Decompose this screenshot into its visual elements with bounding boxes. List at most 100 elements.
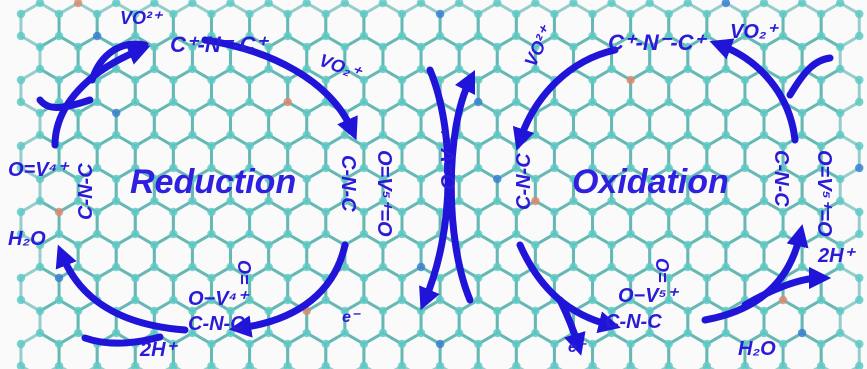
lattice-atom <box>188 0 197 8</box>
lattice-atom <box>302 328 311 338</box>
right-incoming-species: VO²⁺ <box>520 21 557 69</box>
lattice-atom <box>264 64 273 74</box>
lattice-atom <box>855 97 864 107</box>
lattice-ring <box>819 331 861 369</box>
lattice-atom <box>797 108 807 118</box>
reduction-title: Reduction <box>130 163 296 201</box>
lattice-atom <box>569 240 578 250</box>
lattice-atom <box>493 0 502 8</box>
lattice-atom <box>131 273 140 283</box>
lattice-atom <box>188 174 197 184</box>
lattice-atom <box>664 163 673 173</box>
arrow-bottom-right-left-cycle <box>228 241 349 338</box>
lattice-atom <box>702 295 712 305</box>
lattice-atom <box>340 306 350 316</box>
lattice-atom <box>721 174 731 184</box>
lattice-atom <box>816 31 826 41</box>
right-cycle-right-group-a: C-N-C <box>770 150 792 207</box>
arrow-top-left-right-cycle <box>512 46 619 151</box>
lattice-atom <box>16 229 26 239</box>
lattice-atom <box>435 361 445 369</box>
lattice-atom <box>759 130 769 140</box>
lattice-atom <box>550 163 559 173</box>
lattice-ring <box>591 331 633 369</box>
lattice-atom <box>188 306 197 316</box>
lattice-atom <box>778 207 788 217</box>
lattice-atom <box>816 229 826 239</box>
lattice-atom <box>588 207 597 217</box>
lattice-atom <box>131 9 140 19</box>
lattice-atom <box>321 31 330 41</box>
lattice-atom <box>397 339 407 349</box>
lattice-atom <box>416 240 426 250</box>
lattice-atom <box>740 339 750 349</box>
right-group-a-left-cycle: C-N-C <box>337 155 359 212</box>
lattice-atom <box>836 174 845 184</box>
lattice-atom <box>112 240 121 250</box>
lattice-atom <box>54 295 64 305</box>
lattice-atom <box>588 339 597 349</box>
lattice-atom <box>664 31 673 41</box>
lattice-atom <box>550 229 559 239</box>
lattice-atom <box>588 75 597 85</box>
lattice-atom <box>112 174 121 184</box>
lattice-ring <box>514 331 556 369</box>
lattice-atom <box>16 273 26 283</box>
lattice-atom <box>169 229 178 239</box>
lattice-atom <box>435 273 445 283</box>
lattice-atom <box>283 361 292 369</box>
lattice-atom <box>588 273 597 283</box>
lattice-atom <box>73 196 83 206</box>
lattice-atom <box>207 141 216 151</box>
lattice-atom <box>759 196 769 206</box>
lattice-atom <box>16 31 26 41</box>
lattice-atom <box>245 141 254 151</box>
lattice-atom <box>626 361 635 369</box>
lattice-atom <box>188 196 197 206</box>
lattice-atom <box>683 306 692 316</box>
lattice-atom <box>512 31 521 41</box>
lattice-atom <box>73 328 83 338</box>
lattice-atom <box>378 42 388 52</box>
lattice-atom <box>131 141 140 151</box>
lattice-atom <box>836 0 845 8</box>
lattice-atom <box>169 9 178 19</box>
lattice-atom <box>816 361 826 369</box>
oxidation-title: Oxidation <box>572 163 729 201</box>
lattice-atom <box>188 108 197 118</box>
lattice-atom <box>397 361 407 369</box>
lattice-atom <box>416 130 426 140</box>
lattice-atom <box>493 306 502 316</box>
lattice-atom <box>150 42 159 52</box>
lattice-ring <box>19 331 61 369</box>
lattice-atom <box>35 240 45 250</box>
lattice-atom <box>340 42 350 52</box>
lattice-atom <box>73 108 83 118</box>
arrow-h2o-split <box>36 96 94 111</box>
lattice-atom <box>645 64 654 74</box>
lattice-atom <box>359 273 369 283</box>
lattice-ring <box>476 331 518 369</box>
lattice-atom <box>264 130 273 140</box>
lattice-atom <box>416 262 426 272</box>
lattice-atom <box>531 130 540 140</box>
lattice-atom <box>569 0 578 8</box>
lattice-atom <box>569 262 578 272</box>
lattice-atom <box>92 361 102 369</box>
lattice-atom <box>73 64 83 74</box>
lattice-atom <box>512 295 521 305</box>
lattice-atom <box>207 207 216 217</box>
lattice-atom <box>245 97 254 107</box>
lattice-atom <box>512 339 521 349</box>
lattice-atom <box>131 229 140 239</box>
lattice-atom <box>607 196 616 206</box>
lattice-atom <box>759 262 769 272</box>
lattice-atom <box>245 9 254 19</box>
lattice-atom <box>702 361 712 369</box>
lattice-atom <box>702 229 712 239</box>
lattice-atom <box>531 328 540 338</box>
lattice-atom <box>302 42 311 52</box>
lattice-ring <box>324 331 366 369</box>
lattice-atom <box>73 306 83 316</box>
